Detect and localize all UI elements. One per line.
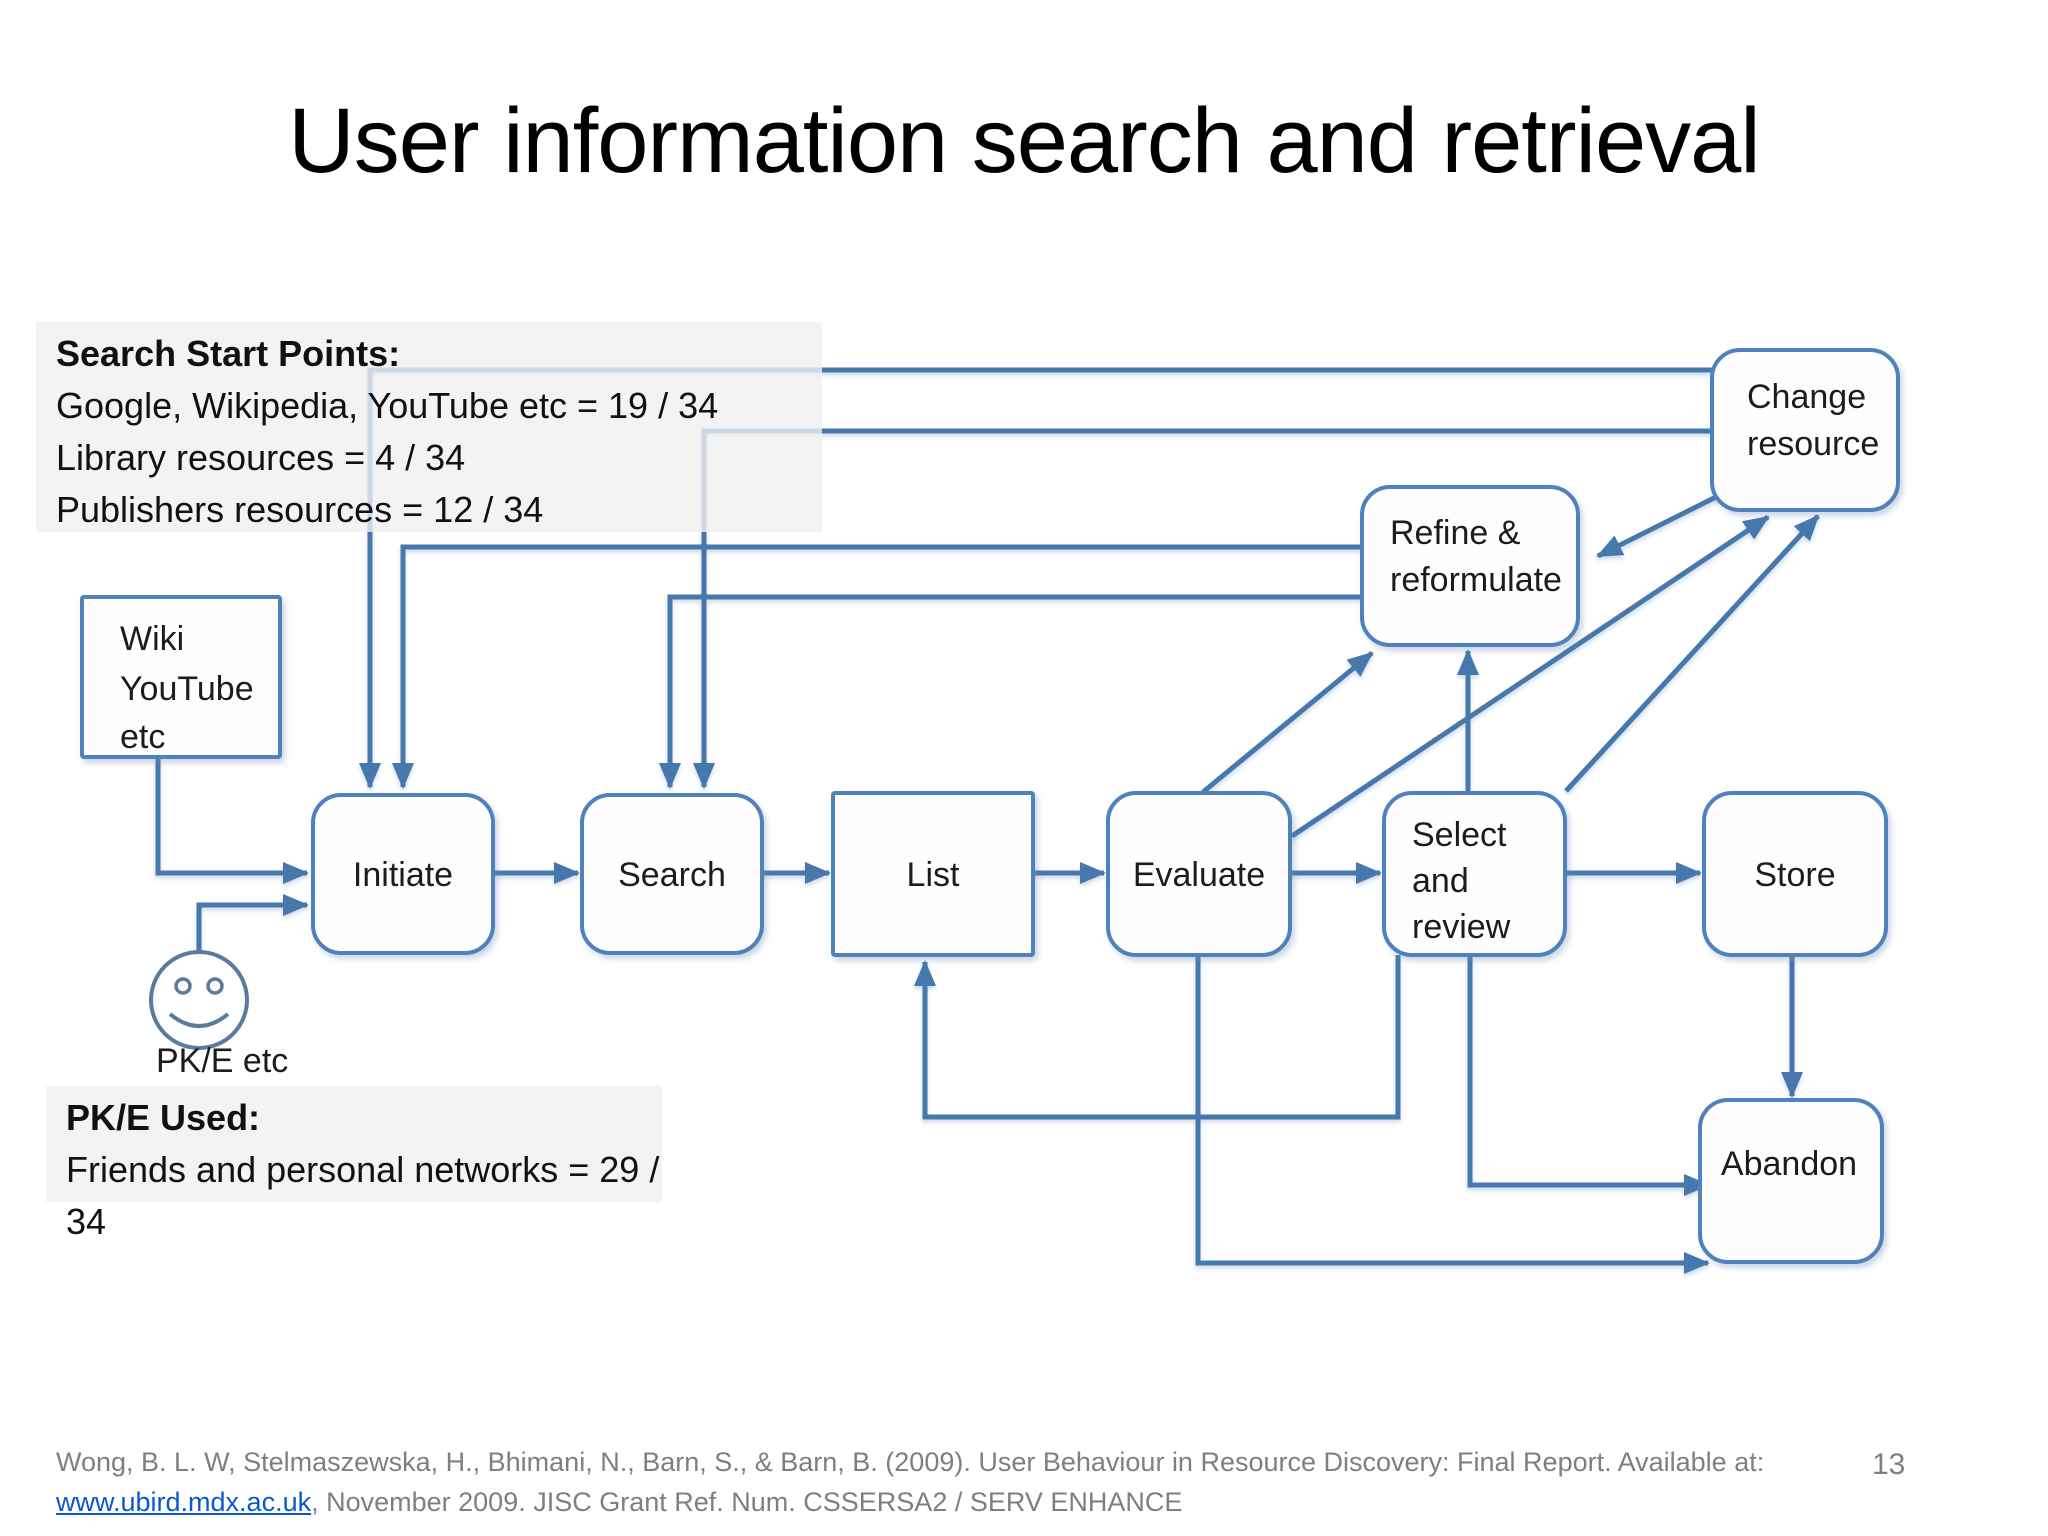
node-refine-label-2: reformulate bbox=[1390, 561, 1562, 599]
citation-link[interactable]: www.ubird.mdx.ac.uk bbox=[56, 1487, 312, 1517]
pke-used-heading: PK/E Used: bbox=[66, 1097, 261, 1138]
node-change-resource: Change resource bbox=[1710, 348, 1900, 512]
arrow-refine-to-search bbox=[659, 594, 1362, 789]
arrow-select-to-list bbox=[914, 955, 1401, 1120]
actor-label: PK/E etc bbox=[156, 1042, 288, 1080]
citation-line2-rest: , November 2009. JISC Grant Ref. Num. CS… bbox=[311, 1487, 1183, 1517]
pke-used-line: Friends and personal networks = 29 / 34 bbox=[66, 1149, 660, 1242]
node-list-label: List bbox=[907, 856, 960, 894]
citation-line1: Wong, B. L. W, Stelmaszewska, H., Bhiman… bbox=[56, 1447, 1765, 1477]
node-wiki-youtube: Wiki YouTube etc bbox=[80, 595, 282, 759]
node-abandon-label: Abandon bbox=[1721, 1145, 1857, 1183]
node-initiate-label: Initiate bbox=[353, 856, 453, 894]
search-start-points-line: Google, Wikipedia, YouTube etc = 19 / 34 bbox=[56, 385, 719, 426]
node-evaluate-label: Evaluate bbox=[1133, 856, 1265, 894]
arrow-pke-to-initiate bbox=[196, 894, 309, 952]
smiley-face-icon bbox=[149, 950, 249, 1050]
node-store-label: Store bbox=[1754, 856, 1835, 894]
node-wiki-youtube-label-3: etc bbox=[120, 718, 165, 756]
search-start-points-line: Publishers resources = 12 / 34 bbox=[56, 489, 544, 530]
node-wiki-youtube-label-2: YouTube bbox=[120, 670, 254, 708]
arrow-select-to-change bbox=[1564, 514, 1820, 793]
arrow-evaluate-to-change bbox=[1290, 514, 1770, 839]
node-refine-label-1: Refine & bbox=[1390, 514, 1521, 552]
arrow-select-to-abandon bbox=[1467, 955, 1710, 1196]
search-start-points-line: Library resources = 4 / 34 bbox=[56, 437, 466, 478]
node-wiki-youtube-label-1: Wiki bbox=[120, 620, 184, 658]
pke-used-panel: PK/E Used: Friends and personal networks… bbox=[46, 1086, 662, 1242]
node-search: Search bbox=[580, 793, 764, 955]
arrow-evaluate-to-refine bbox=[1201, 651, 1374, 794]
node-list: List bbox=[831, 791, 1035, 957]
arrow-change-to-refine bbox=[1596, 491, 1724, 559]
node-evaluate: Evaluate bbox=[1106, 791, 1292, 957]
arrow-evaluate-to-abandon bbox=[1195, 955, 1710, 1274]
arrow-wiki-to-initiate bbox=[155, 757, 309, 884]
node-select-label-3: review bbox=[1412, 908, 1511, 946]
node-change-label-2: resource bbox=[1747, 425, 1879, 463]
slide-title: User information search and retrieval bbox=[288, 90, 1760, 192]
node-initiate: Initiate bbox=[311, 793, 495, 955]
node-search-label: Search bbox=[618, 856, 726, 894]
citation-line2: www.ubird.mdx.ac.uk, November 2009. JISC… bbox=[56, 1482, 1846, 1522]
node-store: Store bbox=[1702, 791, 1888, 957]
node-abandon: Abandon bbox=[1698, 1098, 1884, 1264]
search-start-points-heading: Search Start Points: bbox=[56, 333, 401, 374]
page-number: 13 bbox=[1872, 1448, 1906, 1481]
citation-footer: Wong, B. L. W, Stelmaszewska, H., Bhiman… bbox=[56, 1442, 1846, 1522]
node-select-label-1: Select bbox=[1412, 816, 1507, 854]
search-start-points-panel: Search Start Points: Google, Wikipedia, … bbox=[36, 322, 822, 532]
node-select-label-2: and bbox=[1412, 862, 1469, 900]
node-select-and-review: Select and review bbox=[1382, 791, 1567, 957]
node-refine-reformulate: Refine & reformulate bbox=[1360, 485, 1580, 647]
node-change-label-1: Change bbox=[1747, 378, 1866, 416]
arrow-refine-to-initiate bbox=[392, 544, 1362, 789]
